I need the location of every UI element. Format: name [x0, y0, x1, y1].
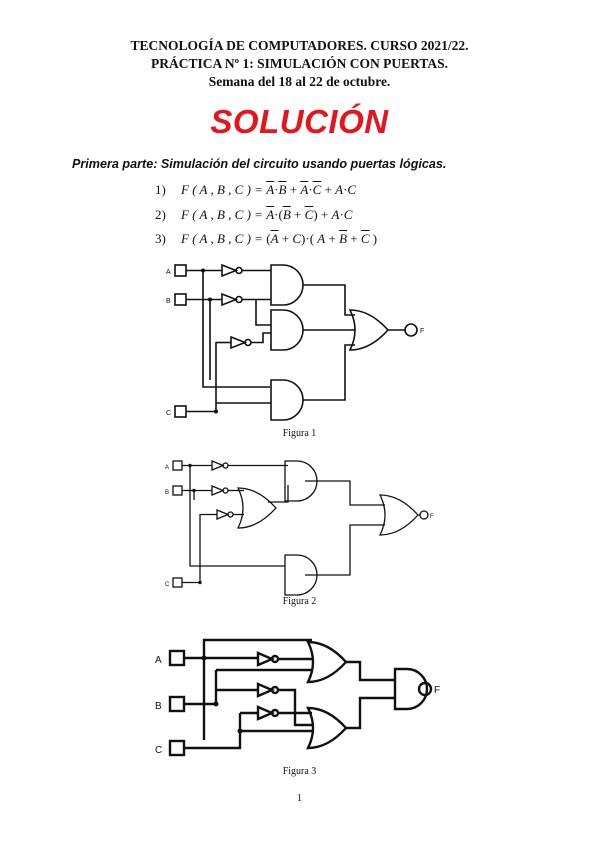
- fig3-label-a: A: [155, 655, 162, 666]
- not-gate-c: [256, 705, 276, 721]
- header-line-1: TECNOLOGÍA DE COMPUTADORES. CURSO 2021/2…: [130, 38, 469, 53]
- not-gate-c: [216, 509, 230, 520]
- output-f-bubble: [417, 681, 433, 697]
- figure-3-caption: Figura 3: [282, 766, 317, 777]
- figure-3-circuit: [168, 638, 433, 757]
- not-gate-c: [230, 335, 248, 350]
- and-gate-3: [270, 379, 304, 421]
- equation-lhs: F ( A , B , C ) =: [181, 207, 263, 222]
- equation-rhs: A·B + A·C + A·C: [266, 182, 357, 197]
- equation-number: 1): [155, 182, 166, 197]
- or-gate-1: [306, 640, 348, 684]
- fig3-label-b: B: [155, 701, 162, 712]
- or-gate-1: [349, 309, 389, 351]
- or-gate-out: [379, 494, 419, 536]
- fig1-label-b: B: [166, 298, 171, 305]
- or-gate-2: [306, 706, 348, 750]
- fig2-label-c: C: [165, 582, 170, 588]
- not-gate-a: [256, 651, 276, 667]
- equation-2: 2) F ( A , B , C ) = A·(B + C) + A·C: [155, 207, 352, 223]
- equation-lhs: F ( A , B , C ) =: [181, 182, 263, 197]
- and-gate-2: [270, 309, 304, 351]
- solution-title: SOLUCIÓN: [210, 103, 389, 140]
- figure-2-caption: Figura 2: [282, 596, 317, 607]
- fig2-label-f: F: [430, 514, 434, 520]
- and-gate-1: [270, 264, 304, 306]
- and-gate-out: [393, 667, 429, 711]
- junction-dot: [214, 409, 218, 414]
- junction-dot: [208, 297, 212, 302]
- equation-3: 3) F ( A , B , C ) = (A + C)·( A + B + C …: [155, 231, 377, 247]
- input-c-box: [168, 739, 186, 757]
- fig2-label-b: B: [165, 490, 169, 496]
- not-gate-b: [256, 682, 276, 698]
- or-gate-b-c: [237, 487, 277, 529]
- fig3-label-c: C: [155, 745, 162, 756]
- not-gate-b: [211, 485, 225, 496]
- input-b-box: [172, 485, 183, 496]
- fig1-label-a: A: [166, 269, 171, 276]
- input-c-box: [174, 405, 187, 418]
- input-a-box: [172, 460, 183, 471]
- fig1-label-c: C: [166, 410, 171, 417]
- junction-dot: [201, 268, 205, 273]
- input-c-box: [172, 577, 183, 588]
- fig3-label-f: F: [434, 685, 440, 696]
- fig1-label-f: F: [420, 328, 424, 335]
- equation-lhs: F ( A , B , C ) =: [181, 231, 263, 246]
- part-title: Primera parte: Simulación del circuito u…: [72, 157, 447, 171]
- equation-rhs: (A + C)·( A + B + C ): [266, 231, 378, 246]
- input-a-box: [174, 264, 187, 277]
- output-f-bubble: [419, 510, 429, 520]
- equation-number: 2): [155, 207, 166, 222]
- input-b-box: [168, 695, 186, 713]
- not-gate-a: [221, 263, 239, 278]
- page-number: 1: [297, 793, 302, 804]
- input-b-box: [174, 293, 187, 306]
- equation-rhs: A·(B + C) + A·C: [266, 207, 353, 222]
- not-gate-b: [221, 292, 239, 307]
- equation-number: 3): [155, 231, 166, 246]
- header-line-2: PRÁCTICA Nº 1: SIMULACIÓN CON PUERTAS.: [151, 56, 448, 71]
- input-a-box: [168, 649, 186, 667]
- equation-1: 1) F ( A , B , C ) = A·B + A·C + A·C: [155, 182, 356, 198]
- figure-1-circuit: [174, 263, 418, 421]
- fig2-label-a: A: [165, 465, 169, 471]
- output-f-bubble: [404, 323, 418, 337]
- figure-1-caption: Figura 1: [282, 428, 317, 439]
- figure-2-circuit: [172, 460, 429, 596]
- header-line-3: Semana del 18 al 22 de octubre.: [208, 74, 391, 89]
- not-gate-a: [211, 460, 225, 471]
